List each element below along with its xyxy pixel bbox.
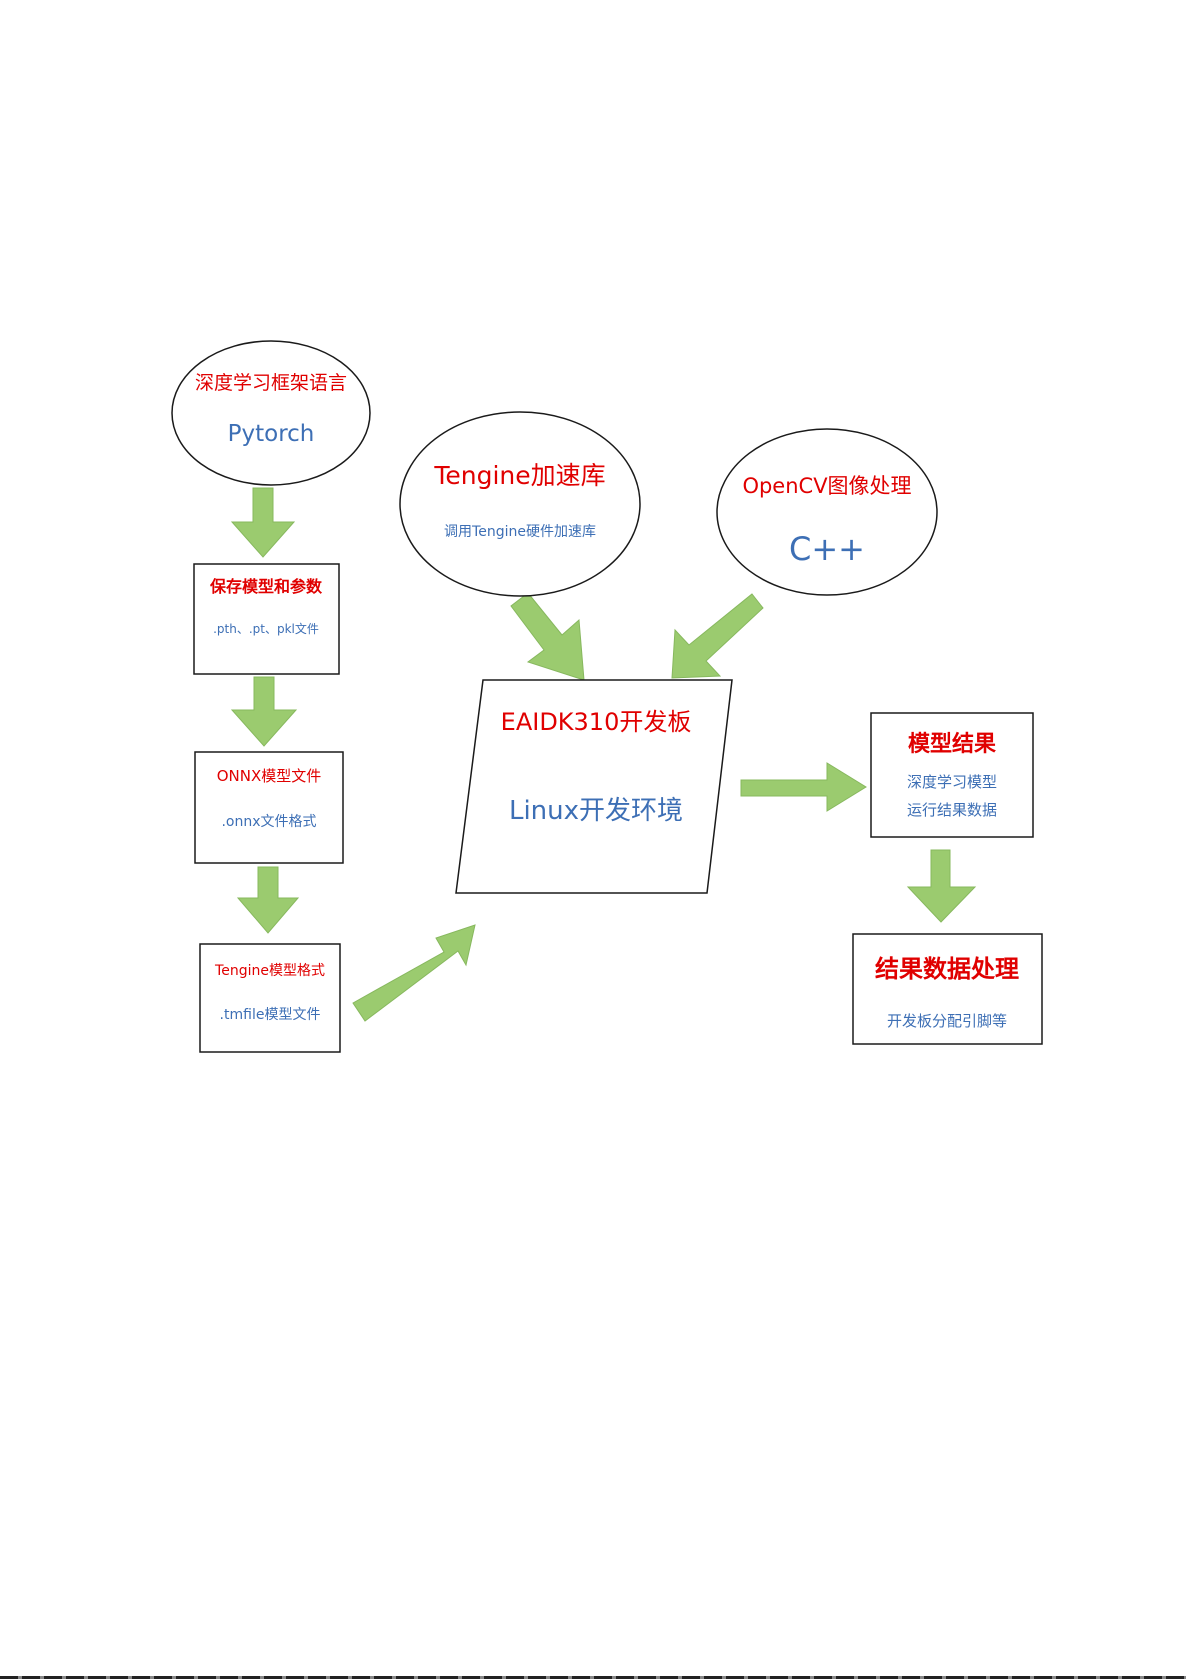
opencv-title: OpenCV图像处理 — [742, 474, 911, 498]
opencv-sub: C++ — [789, 530, 865, 568]
model-result-sub-line1: 深度学习模型 — [907, 773, 997, 791]
onnx-sub: .onnx文件格式 — [221, 814, 316, 830]
tengine-format-title: Tengine模型格式 — [214, 963, 325, 979]
arrow-board-to-model-result — [741, 763, 866, 811]
arrow-onnx-to-tengine-format — [238, 867, 298, 933]
arrow-tengine-lib-to-board — [511, 593, 584, 680]
tengine-format-sub: .tmfile模型文件 — [220, 1007, 321, 1023]
pytorch-title: 深度学习框架语言 — [195, 372, 347, 394]
board-sub: Linux开发环境 — [509, 796, 683, 826]
result-process-title: 结果数据处理 — [875, 955, 1019, 983]
board-title: EAIDK310开发板 — [501, 708, 692, 736]
arrow-pytorch-to-save — [232, 488, 294, 557]
tengine-lib-title: Tengine加速库 — [433, 461, 605, 490]
arrow-save-to-onnx — [232, 677, 296, 746]
arrow-tengine-format-to-board — [353, 925, 475, 1021]
result-process-sub: 开发板分配引脚等 — [887, 1012, 1007, 1030]
save-model-title: 保存模型和参数 — [209, 577, 323, 596]
model-result-title: 模型结果 — [908, 731, 996, 757]
arrow-opencv-to-board — [672, 594, 763, 678]
pytorch-sub: Pytorch — [228, 421, 315, 447]
opencv-ellipse — [717, 429, 937, 595]
tengine-lib-sub: 调用Tengine硬件加速库 — [444, 524, 596, 540]
pytorch-ellipse — [172, 341, 370, 485]
model-result-sub-line2: 运行结果数据 — [907, 801, 997, 819]
onnx-title: ONNX模型文件 — [217, 767, 322, 785]
arrow-model-result-to-process — [908, 850, 975, 922]
tengine-lib-ellipse — [400, 412, 640, 596]
save-model-sub: .pth、.pt、pkl文件 — [213, 621, 319, 636]
tengine-format-box — [200, 944, 340, 1052]
